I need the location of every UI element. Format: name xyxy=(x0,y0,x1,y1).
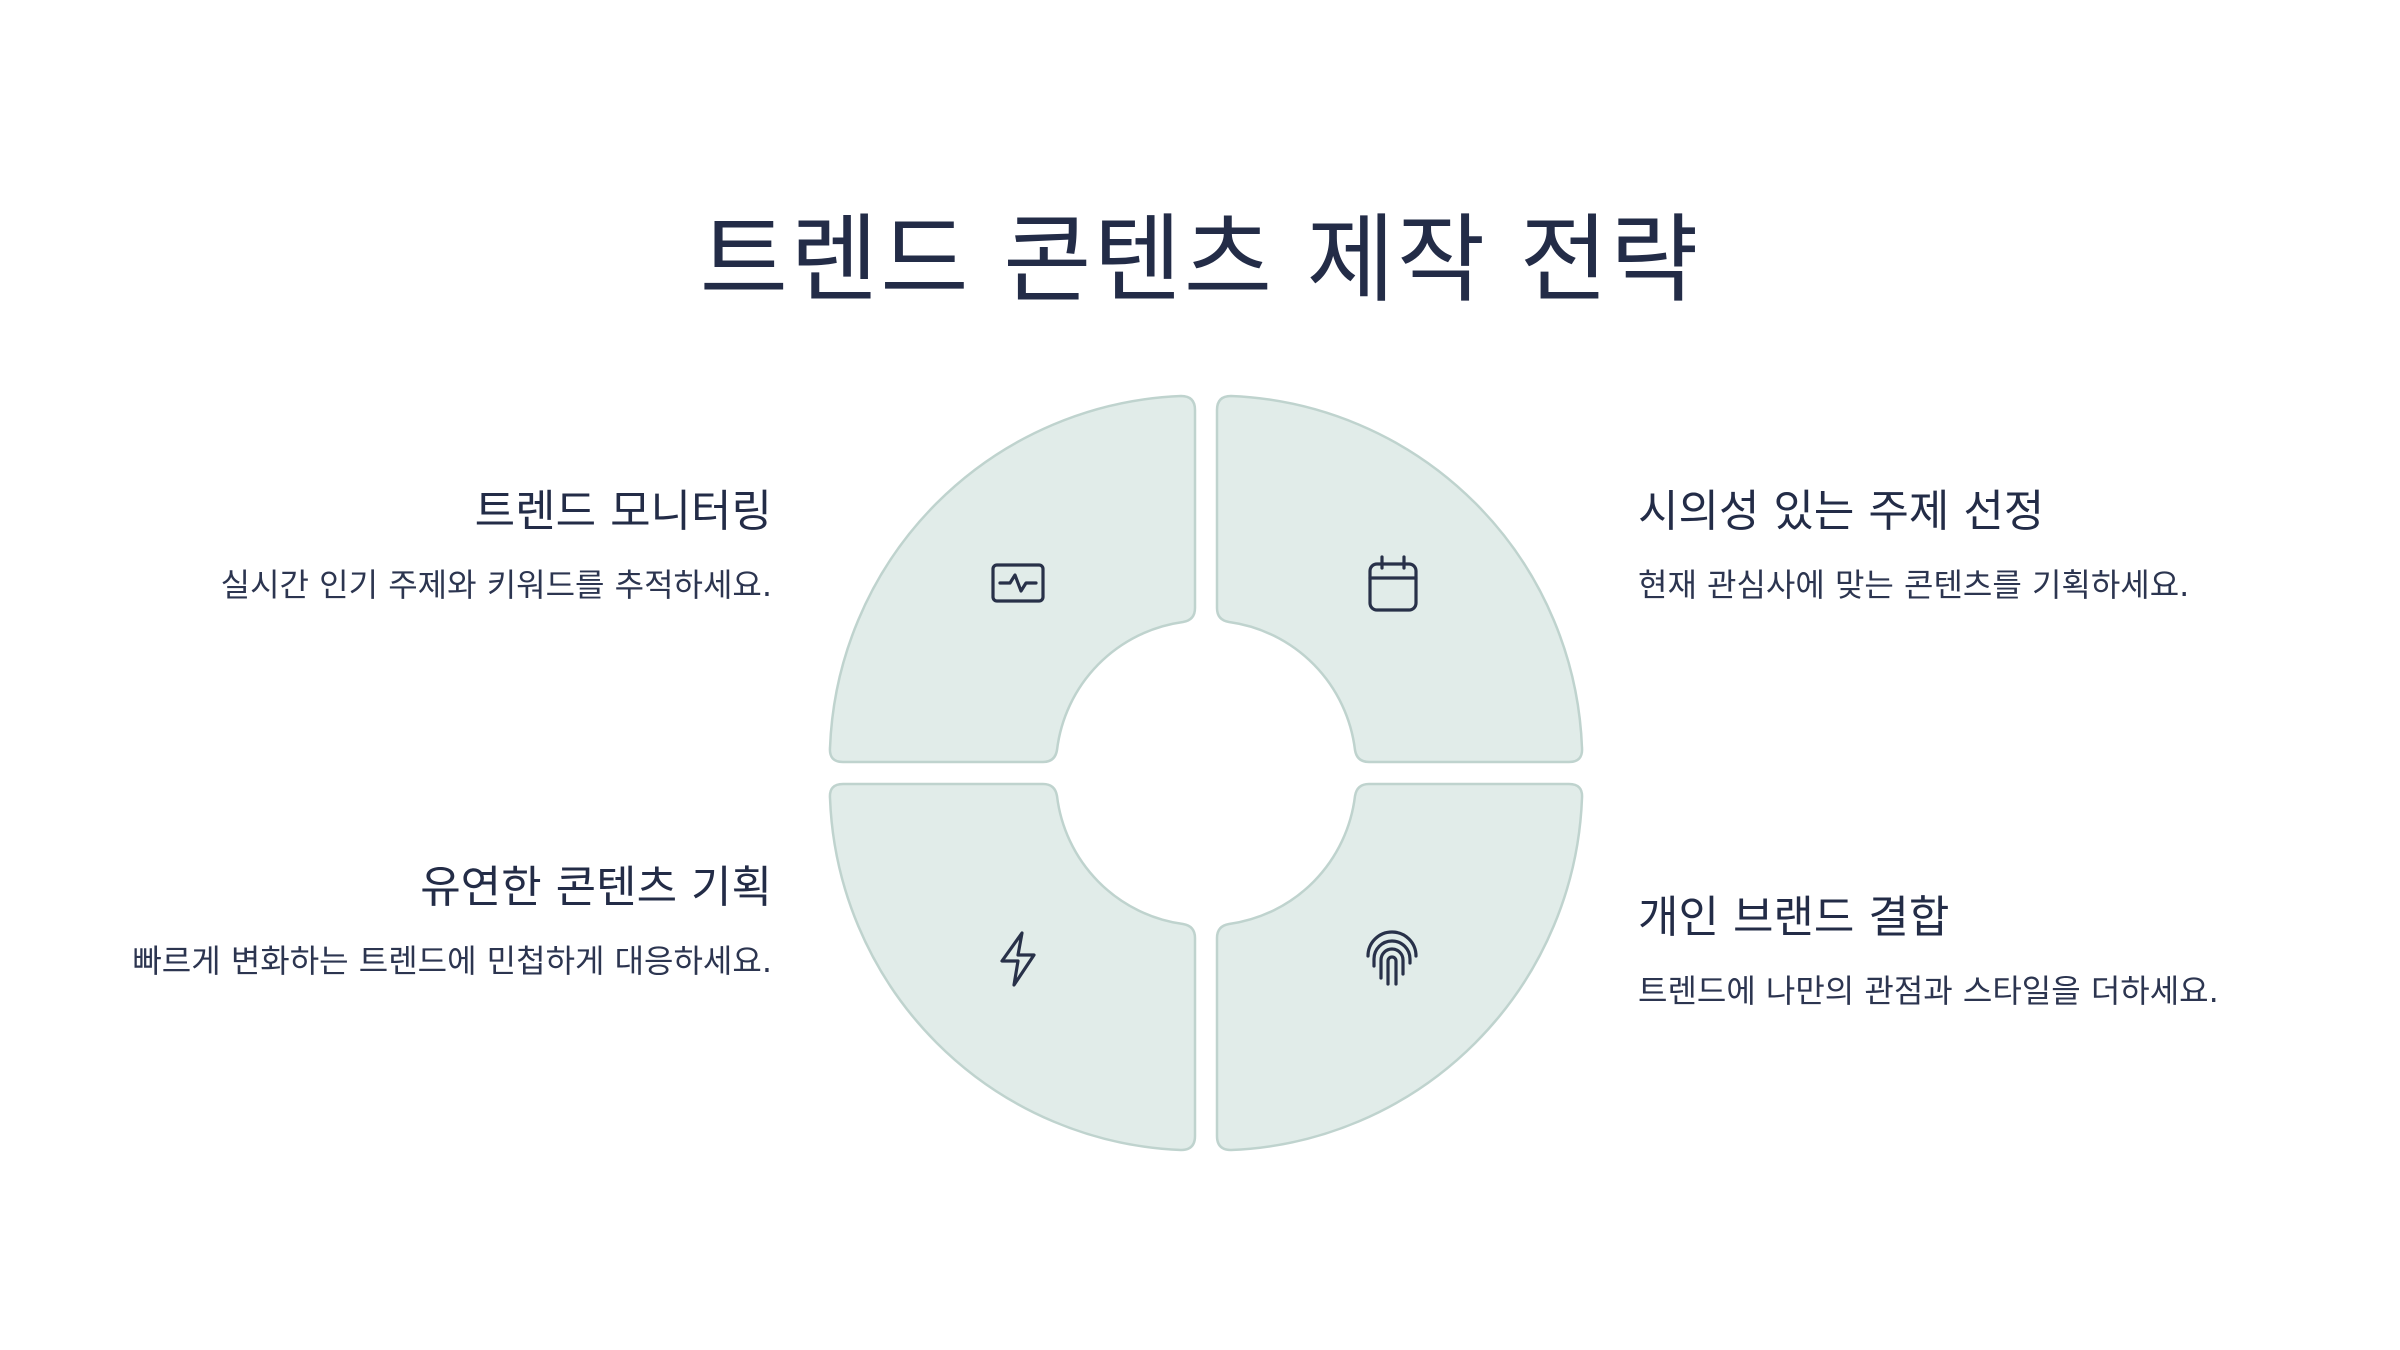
strategy-heading: 시의성 있는 주제 선정 xyxy=(1638,486,2045,537)
fingerprint-icon xyxy=(1366,930,1418,986)
strategy-description: 실시간 인기 주제와 키워드를 추적하세요. xyxy=(220,566,772,604)
strategy-personal-brand: 개인 브랜드 결합 트렌드에 나만의 관점과 스타일을 더하세요. xyxy=(1638,888,2358,1020)
strategy-timely-topics: 시의성 있는 주제 선정 현재 관심사에 맞는 콘텐츠를 기획하세요. xyxy=(1638,482,2358,614)
activity-monitor-icon xyxy=(991,563,1045,603)
strategy-trend-monitoring: 트렌드 모니터링 실시간 인기 주제와 키워드를 추적하세요. xyxy=(60,482,772,614)
strategy-description: 빠르게 변화하는 트렌드에 민첩하게 대응하세요. xyxy=(132,942,772,980)
strategy-heading: 유연한 콘텐츠 기획 xyxy=(420,862,772,913)
calendar-icon xyxy=(1368,555,1418,612)
quadrant-bottom-left xyxy=(828,782,1197,1152)
strategy-description: 트렌드에 나만의 관점과 스타일을 더하세요. xyxy=(1638,972,2219,1010)
strategy-heading: 개인 브랜드 결합 xyxy=(1638,892,1950,943)
strategy-description: 현재 관심사에 맞는 콘텐츠를 기획하세요. xyxy=(1638,566,2190,604)
quadrant-bottom-right xyxy=(1215,782,1584,1152)
strategy-heading: 트렌드 모니터링 xyxy=(474,486,772,537)
lightning-bolt-icon xyxy=(1000,931,1036,987)
strategy-flexible-planning: 유연한 콘텐츠 기획 빠르게 변화하는 트렌드에 민첩하게 대응하세요. xyxy=(60,858,772,990)
page-title: 트렌드 콘텐츠 제작 전략 xyxy=(699,204,1701,316)
